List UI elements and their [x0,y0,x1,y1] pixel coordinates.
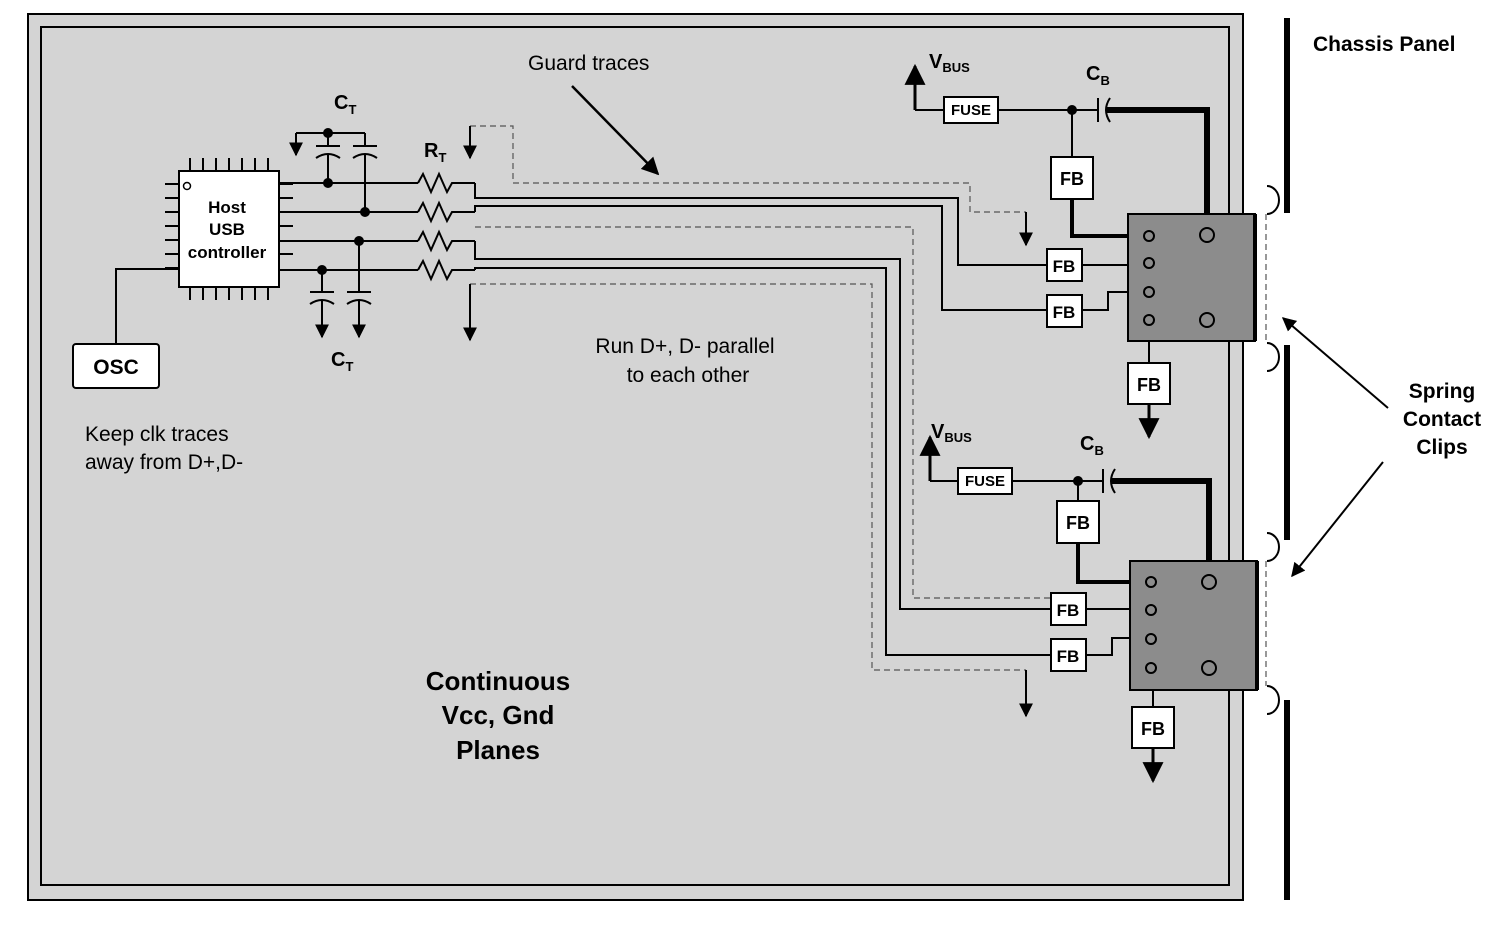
usb-port-bottom: FUSE FB VBUS CB FB FB FB [919,421,1259,784]
vbus-label-bottom: VBUS [931,421,972,445]
signal-traces [279,171,1051,656]
fb-bottom-ground [1131,706,1175,749]
spring-contact-clips: Spring Contact Clips [1265,185,1481,715]
fb-top-dminus-label: FB [1053,303,1076,322]
fb-top-ground-label: FB [1137,375,1161,395]
guard-traces: Guard traces [463,52,1051,718]
spring-label-1: Spring [1409,380,1476,403]
cb-label-bottom: CB [1080,433,1104,458]
planes-label-1: Continuous [426,666,570,696]
fb-top-dminus [1046,294,1083,328]
fuse-bottom [957,467,1013,495]
spring-arrow-bottom [1291,461,1384,578]
cb-label-top: CB [1086,63,1110,88]
keep-clk-note-1: Keep clk traces [85,423,229,446]
planes-label-2: Vcc, Gnd [442,700,555,730]
pcb-board-inner [40,26,1230,886]
spring-label-3: Clips [1416,436,1467,459]
fuse-top-label: FUSE [951,102,991,119]
ct-label-top: CT [334,92,356,117]
termination-capacitors-bottom: CT [309,236,372,374]
chassis-panel-label: Chassis Panel [1313,33,1455,56]
guard-traces-arrow [571,85,660,176]
usb-port-top: FUSE FB VBUS CB FB FB FB [904,51,1257,440]
host-label-1: Host [208,198,246,217]
host-label-3: controller [188,243,267,262]
fuse-bottom-label: FUSE [965,473,1005,490]
pcb-board-outer [27,13,1244,901]
spring-arrow-top [1281,317,1389,409]
chassis-panel: Chassis Panel [1284,18,1455,900]
ct-label-bottom: CT [331,349,353,374]
fb-bottom-dplus [1050,592,1087,626]
termination-capacitors-top: CT [289,92,378,217]
fb-top-dplus [1046,248,1083,282]
planes-label-3: Planes [456,735,540,765]
oscillator: OSC [72,268,179,389]
spring-label-2: Contact [1403,408,1481,431]
fb-top-vbus-label: FB [1060,169,1084,189]
run-parallel-note-1: Run D+, D- parallel [595,335,774,358]
rt-label: RT [424,140,446,165]
fb-bottom-vbus-label: FB [1066,513,1090,533]
fb-bottom-dplus-label: FB [1057,601,1080,620]
host-label-2: USB [209,220,245,239]
fb-bottom-ground-label: FB [1141,719,1165,739]
fb-bottom-dminus-label: FB [1057,647,1080,666]
keep-clk-note-2: away from D+,D- [85,451,243,474]
osc-label: OSC [93,356,139,379]
host-usb-controller: Host USB controller [165,158,293,300]
fuse-top [943,96,999,124]
fb-bottom-dminus [1050,638,1087,672]
vbus-label-top: VBUS [929,51,970,75]
guard-traces-label: Guard traces [528,52,649,75]
run-parallel-note-2: to each other [627,364,750,387]
fb-top-dplus-label: FB [1053,257,1076,276]
